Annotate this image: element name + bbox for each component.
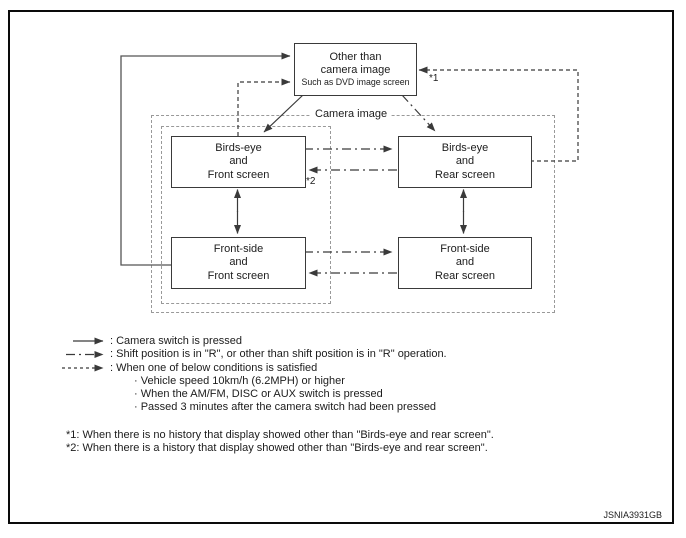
state-label: Front-side and Rear screen (435, 242, 495, 282)
footnote-1: *1: When there is no history that displa… (66, 429, 494, 441)
state-other-than-camera-image: Other than camera image Such as DVD imag… (294, 43, 417, 96)
state-birdseye-front-screen: Birds-eye and Front screen (171, 136, 306, 188)
state-label: Birds-eye and Rear screen (435, 141, 495, 181)
state-label-line3: Such as DVD image screen (301, 77, 410, 87)
state-frontside-front-screen: Front-side and Front screen (171, 237, 306, 289)
legend-condition-1: · Vehicle speed 10km/h (6.2MPH) or highe… (134, 374, 345, 387)
legend-item-solid: : Camera switch is pressed (110, 334, 243, 347)
note-ref-2: *2 (306, 176, 316, 187)
state-label: Birds-eye and Front screen (207, 141, 270, 181)
note-ref-1: *1 (429, 73, 439, 84)
figure-frame (8, 10, 674, 524)
state-label: Front-side and Front screen (207, 242, 270, 282)
legend-item-dashed: : When one of below conditions is satisf… (110, 361, 318, 374)
state-frontside-rear-screen: Front-side and Rear screen (398, 237, 532, 289)
camera-image-group-label: Camera image (311, 108, 392, 121)
state-birdseye-rear-screen: Birds-eye and Rear screen (398, 136, 532, 188)
legend-condition-2: · When the AM/FM, DISC or AUX switch is … (134, 387, 383, 400)
state-label-line1: Other than (329, 51, 382, 63)
figure-id-label: JSNIA3931GB (603, 510, 662, 520)
footnote-2: *2: When there is a history that display… (66, 442, 488, 454)
legend-item-dashdot: : Shift position is in "R", or other tha… (110, 348, 447, 360)
legend-condition-3: · Passed 3 minutes after the camera swit… (134, 400, 437, 413)
state-label-line2: camera image (320, 64, 391, 76)
